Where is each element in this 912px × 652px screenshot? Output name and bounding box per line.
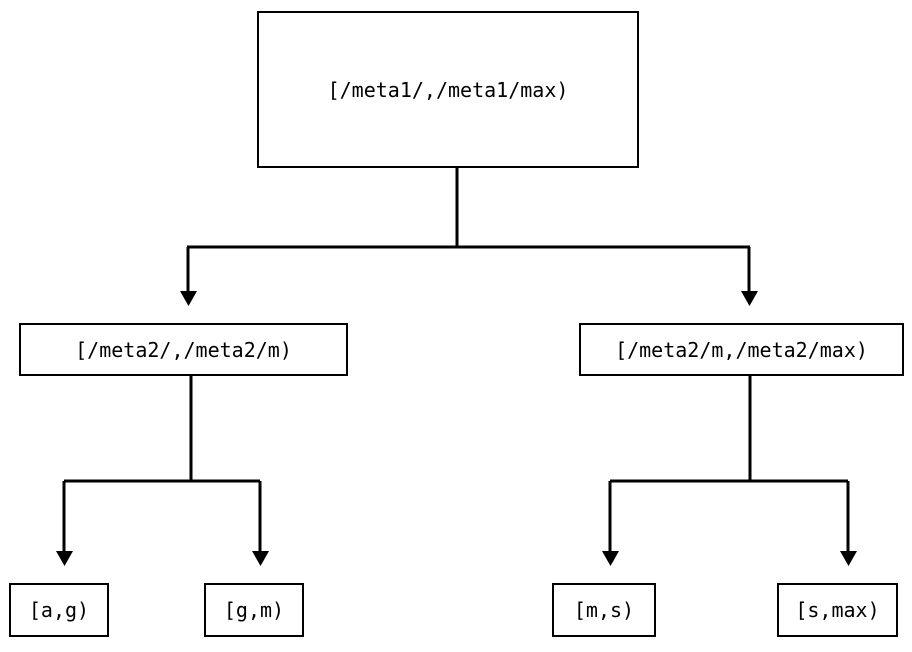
tree-node-mid-right[interactable]: [/meta2/m,/meta2/max) bbox=[579, 323, 904, 376]
tree-node-mid-left-label: [/meta2/,/meta2/m) bbox=[75, 337, 292, 362]
tree-node-mid-left[interactable]: [/meta2/,/meta2/m) bbox=[19, 323, 348, 376]
tree-node-leaf-3[interactable]: [m,s) bbox=[552, 583, 656, 637]
arrowhead-icon-to-leaf4 bbox=[840, 551, 857, 566]
tree-node-mid-right-label: [/meta2/m,/meta2/max) bbox=[615, 337, 868, 362]
tree-node-leaf-4[interactable]: [s,max) bbox=[777, 583, 898, 637]
tree-node-root[interactable]: [/meta1/,/meta1/max) bbox=[257, 11, 639, 168]
arrowhead-icon-to-mid-right bbox=[741, 291, 758, 306]
tree-node-leaf-1[interactable]: [a,g) bbox=[9, 583, 109, 637]
arrowhead-icon-to-leaf3 bbox=[602, 551, 619, 566]
arrowhead-icon-to-leaf1 bbox=[56, 551, 73, 566]
tree-node-root-label: [/meta1/,/meta1/max) bbox=[327, 77, 569, 102]
tree-node-leaf-2-label: [g,m) bbox=[223, 598, 285, 622]
arrowhead-icon-to-mid-left bbox=[180, 291, 197, 306]
tree-node-leaf-4-label: [s,max) bbox=[795, 598, 880, 622]
arrowhead-icon-to-leaf2 bbox=[252, 551, 269, 566]
tree-node-leaf-3-label: [m,s) bbox=[573, 598, 635, 622]
tree-node-leaf-2[interactable]: [g,m) bbox=[204, 583, 304, 637]
tree-node-leaf-1-label: [a,g) bbox=[28, 598, 90, 622]
